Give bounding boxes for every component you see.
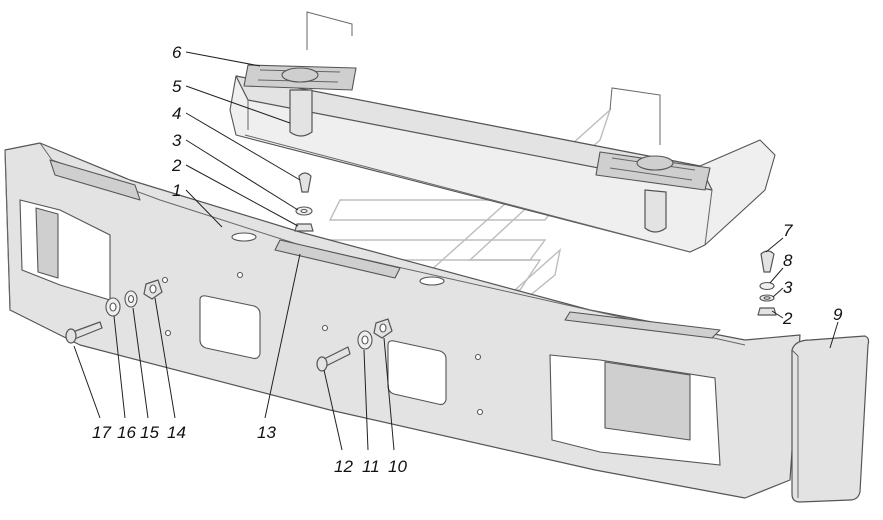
callout-labels: 6 5 4 3 2 1 7 8 3 2 9 17 16 15 14 13 12 … (92, 43, 843, 476)
callout-3: 3 (172, 131, 182, 150)
callout-15: 15 (140, 423, 159, 442)
leader-lines (73, 51, 839, 451)
callout-8: 8 (783, 251, 793, 270)
rubber-pad (791, 335, 870, 503)
callout-5: 5 (172, 77, 182, 96)
callout-12: 12 (334, 457, 353, 476)
callout-16: 16 (117, 423, 136, 442)
callout-2-right: 2 (782, 309, 793, 328)
callout-6: 6 (172, 43, 182, 62)
callout-2: 2 (171, 156, 182, 175)
callout-10: 10 (388, 457, 407, 476)
callout-17: 17 (92, 423, 111, 442)
bumper-beam (4, 142, 801, 499)
callout-9: 9 (833, 305, 843, 324)
fasteners (65, 172, 777, 372)
callout-1: 1 (172, 181, 181, 200)
callout-7: 7 (783, 221, 793, 240)
callout-14: 14 (167, 423, 186, 442)
callout-13: 13 (257, 423, 276, 442)
callout-11: 11 (362, 457, 380, 476)
callout-4: 4 (172, 104, 181, 123)
callout-3-right: 3 (783, 278, 793, 297)
rear-reinforcement-bar (229, 11, 776, 253)
